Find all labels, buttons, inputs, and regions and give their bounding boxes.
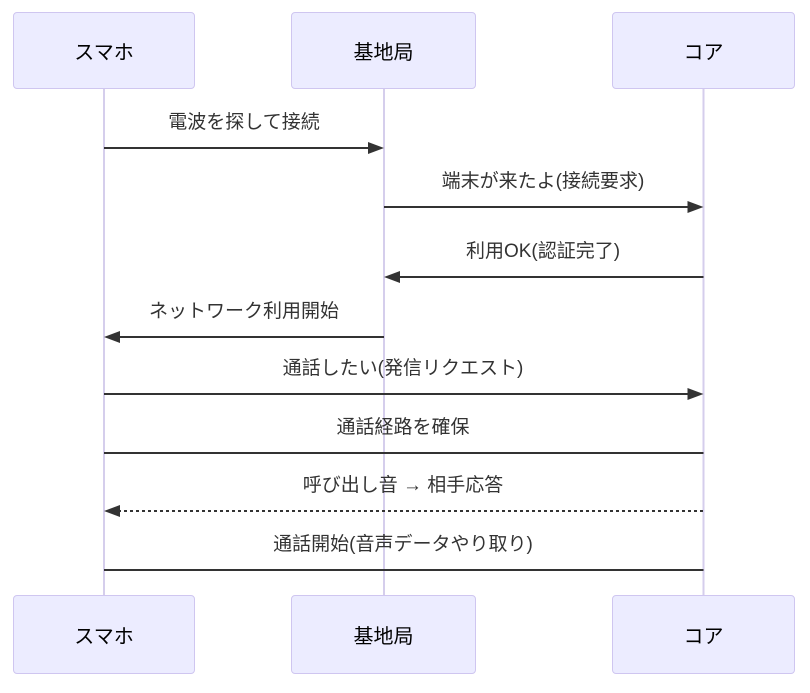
arrowhead-left-3	[104, 331, 120, 343]
actor-label: コア	[683, 626, 724, 648]
message-label-4: 通話したい(発信リクエスト)	[282, 358, 524, 379]
actor-label: スマホ	[74, 42, 134, 64]
arrowhead-right-0	[368, 142, 384, 154]
actor-top-core: コア	[612, 12, 795, 89]
arrowhead-left-6	[104, 505, 120, 517]
message-label-5: 通話経路を確保	[336, 417, 470, 438]
message-label-7: 通話開始(音声データやり取り)	[273, 534, 533, 555]
arrowhead-right-4	[687, 388, 704, 400]
actor-label: コア	[683, 42, 724, 64]
actor-label: 基地局	[353, 626, 414, 648]
actor-bottom-base-station: 基地局	[291, 595, 476, 674]
actor-label: スマホ	[74, 626, 134, 648]
actor-top-smartphone: スマホ	[13, 12, 195, 89]
message-label-3: ネットワーク利用開始	[148, 301, 340, 322]
message-label-6: 呼び出し音 → 相手応答	[302, 475, 504, 496]
message-label-2: 利用OK(認証完了)	[465, 241, 621, 262]
actor-top-base-station: 基地局	[291, 12, 476, 89]
actor-bottom-core: コア	[612, 595, 795, 674]
actor-bottom-smartphone: スマホ	[13, 595, 195, 674]
arrowhead-right-1	[687, 201, 704, 213]
message-label-0: 電波を探して接続	[168, 112, 320, 133]
actor-label: 基地局	[353, 42, 414, 64]
arrowhead-left-2	[384, 271, 400, 283]
message-label-1: 端末が来たよ(接続要求)	[441, 171, 645, 192]
